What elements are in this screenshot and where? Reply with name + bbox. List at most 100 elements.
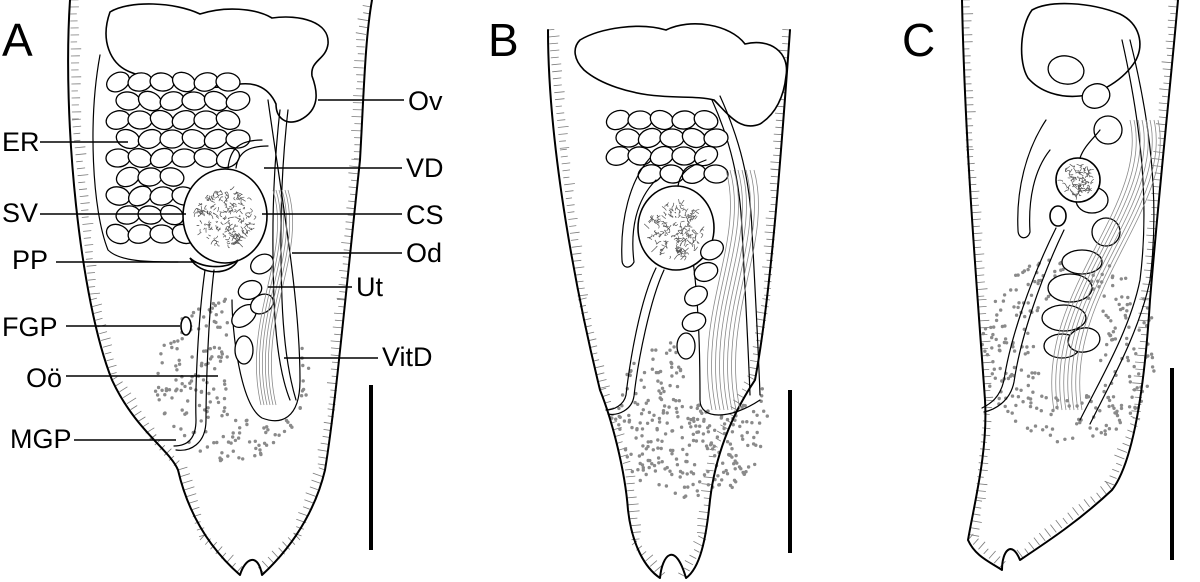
sperm-coil: [659, 251, 665, 254]
gland-dot: [1026, 383, 1031, 388]
egg: [693, 110, 719, 130]
cilium: [979, 319, 990, 322]
egg: [203, 128, 229, 150]
gland-dot: [226, 440, 231, 444]
egg: [225, 91, 251, 111]
gland-dot: [646, 444, 650, 449]
gland-dot: [182, 433, 187, 438]
sperm-coil: [204, 194, 209, 199]
gland-dot: [290, 425, 294, 429]
egg: [127, 110, 153, 130]
gland-dot: [1026, 282, 1030, 287]
gland-dot: [301, 363, 305, 368]
panel-b-egg-reservoir: [605, 109, 729, 185]
gland-dot: [175, 368, 179, 372]
gland-dot: [995, 313, 999, 317]
sperm-coil: [676, 253, 680, 256]
sperm-coil: [672, 202, 675, 207]
sperm-coil: [1066, 186, 1069, 190]
sperm-coil: [236, 197, 243, 200]
gland-dot: [1012, 365, 1017, 370]
egg: [1047, 273, 1093, 303]
gland-dot: [1125, 342, 1129, 346]
cilium: [975, 267, 985, 269]
cilium: [764, 280, 772, 283]
gland-dot: [1152, 369, 1156, 373]
panel-a-vas-deferens: [227, 139, 263, 169]
cilium: [84, 244, 94, 246]
sperm-coil: [222, 235, 227, 238]
gland-dot: [760, 394, 764, 398]
gland-dot: [1117, 302, 1121, 307]
panel-b-gland-stipple: [610, 339, 769, 499]
gland-dot: [225, 412, 229, 417]
sperm-coil: [1069, 175, 1075, 179]
gland-dot: [1130, 395, 1134, 399]
cilium: [83, 237, 92, 239]
gland-dot: [262, 426, 266, 430]
sperm-coil: [652, 232, 660, 237]
panel-a-oviduct-inner: [280, 109, 297, 401]
gland-dot: [217, 355, 221, 359]
sperm-coil: [214, 194, 219, 199]
gland-dot: [1026, 331, 1030, 335]
gland-dot: [685, 452, 689, 457]
gland-dot: [757, 421, 762, 425]
cilium: [547, 29, 555, 31]
cilium: [349, 193, 357, 196]
sperm-coil: [1064, 189, 1069, 193]
gland-dot: [167, 388, 172, 392]
gland-dot: [654, 370, 659, 375]
gland-dot: [1040, 394, 1044, 398]
gland-dot: [991, 332, 995, 337]
gland-dot: [218, 325, 222, 329]
sperm-coil: [661, 248, 665, 251]
sperm-coil: [659, 248, 663, 256]
gland-dot: [162, 343, 166, 347]
panel-a-right-wall: [231, 99, 301, 422]
cilium: [74, 146, 86, 149]
gland-dot: [659, 381, 663, 385]
cilium: [977, 299, 987, 301]
sperm-coil: [1072, 192, 1077, 198]
sperm-coil: [225, 206, 231, 212]
cilium: [81, 209, 89, 211]
gland-dot: [694, 424, 698, 428]
sperm-coil: [228, 231, 233, 236]
sperm-coil: [197, 211, 204, 217]
gland-dot: [652, 413, 656, 417]
panel-b-letter: B: [488, 14, 519, 66]
gland-dot: [247, 440, 252, 444]
sperm-coil: [241, 229, 245, 234]
sperm-coil: [681, 248, 684, 251]
gland-dot: [1033, 424, 1038, 428]
gland-dot: [638, 421, 642, 425]
sperm-coil: [682, 237, 687, 242]
cilium: [574, 273, 582, 276]
cilium: [649, 560, 658, 567]
gland-dot: [639, 412, 644, 416]
gland-dot: [674, 457, 679, 461]
egg: [149, 224, 175, 244]
cilium: [1090, 496, 1096, 503]
gland-dot: [652, 463, 657, 468]
sperm-coil: [247, 213, 252, 218]
gland-dot: [720, 478, 724, 482]
egg: [159, 129, 185, 149]
sperm-coil: [199, 210, 204, 213]
fiber-strand: [735, 169, 759, 411]
gland-dot: [1127, 374, 1132, 379]
gland-dot: [1094, 406, 1098, 410]
gland-dot: [681, 375, 685, 379]
cilium: [1157, 137, 1165, 140]
gland-dot: [1111, 283, 1115, 288]
gland-dot: [635, 428, 639, 432]
label-cs: CS: [406, 200, 444, 230]
cilium: [973, 246, 982, 249]
cilium: [74, 139, 81, 142]
gland-dot: [665, 411, 669, 415]
gland-dot: [689, 405, 693, 409]
gland-dot: [218, 458, 223, 463]
gland-dot: [156, 385, 161, 390]
gland-dot: [754, 443, 758, 447]
